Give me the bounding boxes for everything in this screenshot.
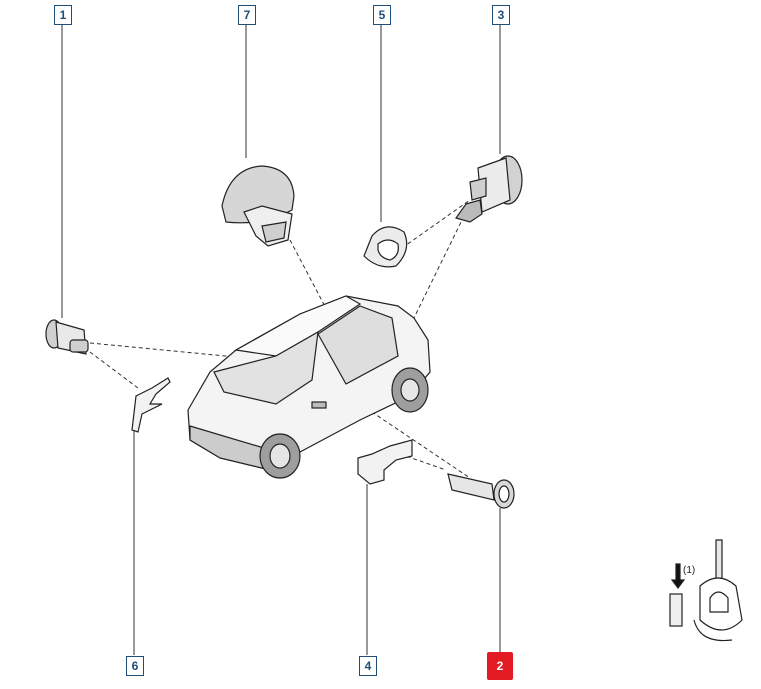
callout-1[interactable]: 1 [54, 5, 72, 25]
down-arrow-icon [670, 563, 686, 589]
part-6-clip [131, 377, 171, 433]
callout-4[interactable]: 4 [359, 656, 377, 676]
key-tag [669, 593, 683, 627]
callout-3[interactable]: 3 [492, 5, 510, 25]
part-7-fuel-cap [221, 165, 295, 247]
part-4-bracket [357, 439, 413, 485]
car-body [187, 295, 431, 479]
callout-5[interactable]: 5 [373, 5, 391, 25]
callout-7[interactable]: 7 [238, 5, 256, 25]
assembly-lines [89, 199, 471, 479]
callout-2-highlighted[interactable]: 2 [487, 652, 513, 680]
part-1-lock-cylinder [45, 319, 89, 355]
key-note-label: (1) [683, 565, 696, 576]
part-3-tailgate-lock [455, 155, 523, 223]
key-detail [669, 539, 743, 642]
callout-6[interactable]: 6 [126, 656, 144, 676]
part-5-ring [363, 226, 408, 268]
part-2-door-lock-cylinder [447, 473, 515, 509]
